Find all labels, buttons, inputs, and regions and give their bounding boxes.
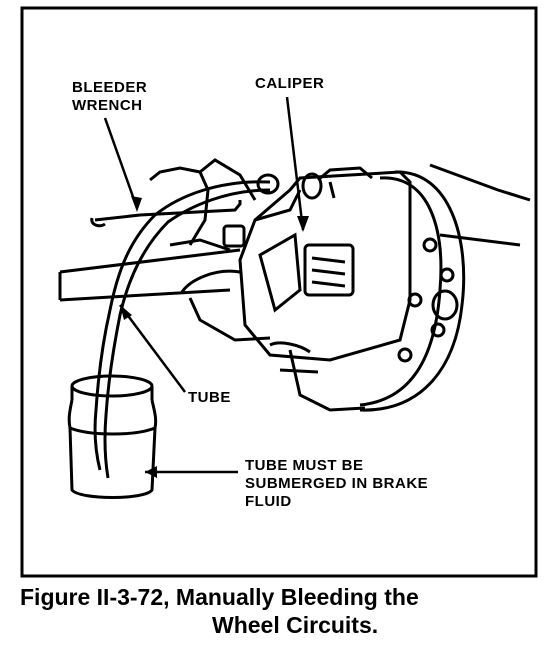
caption-line2: Wheel Circuits. (212, 612, 379, 638)
bleeder-wrench (94, 200, 242, 222)
label-caliper: CALIPER (255, 75, 324, 92)
leader-bleeder-wrench (103, 117, 139, 209)
arrowhead-submerged (145, 466, 157, 478)
label-note-line1: TUBE MUST BE (245, 457, 364, 474)
arrowhead-bleeder-wrench (131, 196, 142, 212)
bleeder-valve (222, 172, 323, 248)
bleed-tube-inner (103, 188, 271, 479)
figure-border (20, 6, 538, 578)
leader-arrowheads (120, 196, 309, 478)
suspension-arm (58, 158, 531, 342)
caliper-body (238, 166, 412, 362)
arrowhead-caliper (297, 216, 309, 232)
arrowhead-tube (120, 305, 132, 320)
label-bleeder-line1: BLEEDER (72, 79, 147, 96)
leader-tube (118, 304, 187, 393)
leader-lines (103, 96, 305, 474)
fluid-jar (67, 374, 158, 499)
label-tube: TUBE (188, 389, 231, 406)
label-note-line3: FLUID (245, 493, 292, 510)
rotor-hub (269, 170, 466, 412)
leader-caliper (285, 96, 305, 231)
label-note-line2: SUBMERGED IN BRAKE (245, 475, 428, 492)
bleeder-wrench-handle (90, 217, 106, 228)
label-wrench-line2: WRENCH (72, 97, 143, 114)
bleed-tube-outer (93, 180, 271, 471)
caption-line1: Figure II-3-72, Manually Bleeding the (20, 584, 419, 610)
